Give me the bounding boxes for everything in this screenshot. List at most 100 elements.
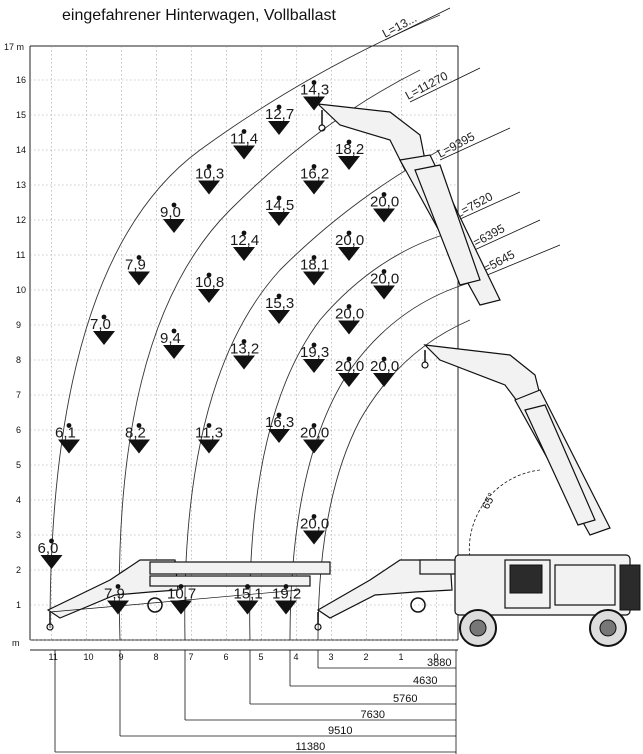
- crane-boom-upper: [316, 103, 501, 306]
- load-point-dot: [346, 356, 352, 362]
- dimension-label: 7630: [361, 709, 385, 721]
- load-point-marker: [303, 96, 325, 111]
- crane-vehicle: [454, 554, 641, 647]
- y-axis-unit-top: 17 m: [4, 42, 24, 52]
- load-point-marker: [303, 359, 325, 373]
- load-capacity-label: 12,4: [230, 232, 259, 249]
- load-point-dot: [346, 230, 352, 236]
- load-point-dot: [381, 269, 387, 274]
- load-point-dot: [136, 255, 142, 260]
- load-capacity-label: 9,0: [160, 204, 181, 221]
- load-capacity-label: 13,2: [230, 341, 259, 358]
- load-point-marker: [128, 271, 150, 286]
- boom-angle-label: 65°: [480, 491, 498, 511]
- load-point-dot: [171, 202, 177, 208]
- load-point-marker: [338, 247, 360, 261]
- load-point-dot: [241, 339, 247, 344]
- load-capacity-label: 20,0: [370, 358, 399, 375]
- load-point-marker: [236, 600, 259, 615]
- load-point-marker: [93, 331, 115, 345]
- load-capacity-label: 15,3: [265, 295, 294, 312]
- load-point-dot: [206, 164, 212, 169]
- load-point-dot: [311, 255, 317, 260]
- x-tick-label: 11: [49, 652, 58, 662]
- load-point-dot: [206, 423, 212, 428]
- load-capacity-label: 11,3: [195, 425, 223, 442]
- load-point-marker: [303, 180, 325, 195]
- load-point-dot: [276, 195, 282, 201]
- x-tick-label: 10: [84, 652, 94, 662]
- x-tick-label: 5: [259, 652, 264, 662]
- load-point-dot: [346, 139, 352, 145]
- y-tick-label: 12: [16, 215, 26, 225]
- load-point-marker: [268, 310, 290, 324]
- load-capacity-label: 14,3: [300, 82, 329, 99]
- y-tick-label: 14: [16, 145, 26, 155]
- y-tick-label: 10: [16, 285, 26, 295]
- boom-length-label: L=9395: [435, 129, 478, 160]
- y-tick-label: 4: [16, 495, 21, 505]
- load-capacity-label: 20,0: [300, 516, 329, 533]
- crane-boom-middle: 65°: [421, 344, 611, 561]
- load-capacity-label: 7,9: [125, 257, 146, 274]
- load-point-dot: [245, 584, 250, 589]
- y-axis-unit-bottom: m: [12, 638, 20, 648]
- x-tick-label: 7: [189, 652, 194, 662]
- y-tick-label: 11: [16, 250, 25, 260]
- load-point-dot: [311, 342, 317, 348]
- y-tick-label: 13: [16, 180, 26, 190]
- load-capacity-label: 7,0: [90, 316, 111, 333]
- load-point-marker: [107, 600, 129, 615]
- load-capacity-label: 18,1: [300, 257, 329, 274]
- load-capacity-label: 6,1: [55, 425, 76, 442]
- load-point-marker: [338, 156, 360, 170]
- load-point-marker: [40, 555, 63, 569]
- load-point-marker: [163, 345, 185, 359]
- crane-boom-lower: [46, 559, 461, 631]
- axis-frame: [29, 45, 459, 651]
- load-capacity-label: 7,9: [104, 586, 125, 603]
- load-point-dot: [276, 293, 282, 299]
- load-capacity-label: 10,7: [167, 586, 196, 603]
- x-tick-label: 9: [119, 652, 124, 662]
- x-tick-label: 0: [434, 652, 439, 662]
- load-point-dot: [206, 272, 212, 278]
- load-point-dot: [311, 164, 317, 169]
- load-point-dot: [241, 230, 247, 236]
- load-point-marker: [373, 373, 395, 387]
- load-point-marker: [58, 439, 80, 454]
- load-capacity-label: 20,0: [370, 271, 399, 288]
- load-point-marker: [338, 373, 360, 387]
- load-point-marker: [268, 212, 290, 226]
- dimension-label: 3880: [427, 657, 451, 669]
- load-point-dot: [311, 423, 317, 428]
- x-tick-label: 8: [154, 652, 159, 662]
- load-point-dot: [171, 328, 177, 334]
- load-capacity-label: 9,4: [160, 330, 181, 347]
- load-capacity-label: 16,3: [265, 414, 294, 431]
- load-point-dot: [66, 423, 72, 428]
- load-capacity-label: 20,0: [335, 232, 364, 249]
- load-capacity-label: 11,4: [230, 131, 258, 148]
- load-capacity-label: 20,0: [300, 425, 329, 442]
- load-point-marker: [373, 208, 395, 223]
- x-tick-label: 4: [294, 652, 299, 662]
- radius-arc-4: [249, 229, 461, 641]
- load-capacity-label: 16,2: [300, 166, 329, 183]
- load-point-dot: [49, 538, 54, 544]
- x-tick-label: 2: [364, 652, 369, 662]
- load-capacity-label: 14,5: [265, 197, 294, 214]
- radius-arc-2: [118, 69, 421, 641]
- load-point-dot: [311, 80, 317, 85]
- load-point-marker: [373, 285, 395, 300]
- load-capacity-label: 10,8: [195, 274, 224, 291]
- load-point-dot: [276, 104, 282, 110]
- load-point-marker: [275, 600, 297, 615]
- load-point-marker: [198, 439, 220, 454]
- dimension-label: 5760: [393, 693, 417, 705]
- y-tick-label: 1: [16, 600, 21, 610]
- y-tick-label: 6: [16, 425, 21, 435]
